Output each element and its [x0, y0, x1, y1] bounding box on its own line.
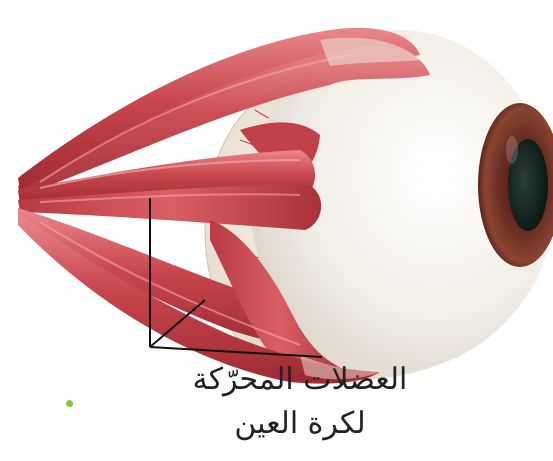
label-extraocular-muscles: العضلات المحرّكة: [160, 360, 440, 400]
label-of-eyeball: لكرة العين: [160, 404, 440, 444]
accent-dot: [66, 400, 73, 407]
